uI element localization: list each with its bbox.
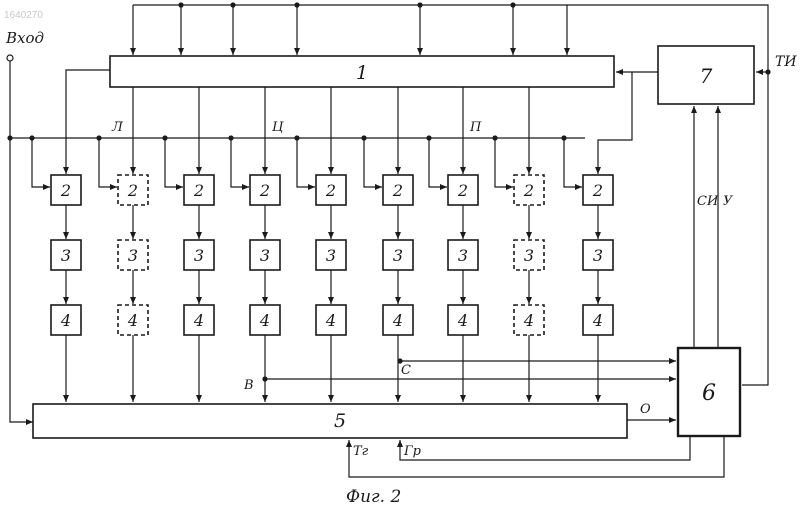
block-3-label: 3 [326,246,336,265]
label-gr: Гр [403,444,422,459]
block-4-label: 4 [60,311,71,330]
block-3-label: 3 [393,246,403,265]
label-l: Л [111,120,124,135]
block-6-label: 6 [702,381,716,406]
block-2-label: 2 [592,181,603,200]
block-4-label: 4 [127,311,138,330]
channel-column-5: 2 3 4 [294,87,346,402]
block-3-label: 3 [593,246,603,265]
block-4-label: 4 [259,311,270,330]
channel-column-6: 2 3 4 [361,87,413,402]
block-2-label: 2 [523,181,534,200]
block-4-label: 4 [457,311,468,330]
block-2-label: 2 [392,181,403,200]
line-gr [400,436,690,460]
label-b: В [243,378,254,393]
block-4-label: 4 [592,311,603,330]
block-3-label: 3 [128,246,138,265]
label-p: П [469,120,482,135]
block-4-label: 4 [193,311,204,330]
block-3-label: 3 [524,246,534,265]
figure-caption: Фиг. 2 [346,487,401,507]
block-1: 1 [110,56,614,87]
block-4-label: 4 [523,311,534,330]
block-3-label: 3 [61,246,71,265]
block-2-label: 2 [127,181,138,200]
label-ti: ТИ [775,54,797,70]
block-3-label: 3 [260,246,270,265]
line-1-to-first-2 [66,70,110,174]
channel-column-3: 2 3 4 [162,87,214,402]
input-terminal: Вход [5,29,585,422]
label-s: С [401,363,411,378]
block-3-label: 3 [458,246,468,265]
channel-column-9: 2 3 4 [561,135,613,402]
block-3-label: 3 [194,246,204,265]
block-2-label: 2 [325,181,336,200]
label-tg: Тг [353,444,369,459]
label-u: У [723,194,734,209]
block-7: 7 [658,46,754,104]
block-1-label: 1 [356,62,368,84]
block-5: 5 [33,404,627,438]
block-2-label: 2 [457,181,468,200]
block-2-label: 2 [193,181,204,200]
block-2-label: 2 [259,181,270,200]
ti-line-from-6 [742,72,768,385]
channel-column-1: 2 3 4 [29,135,81,402]
block-7-label: 7 [700,64,713,88]
label-c: Ц [272,120,284,135]
block-5-label: 5 [334,410,346,432]
label-si: СИ [697,194,719,209]
block-2-label: 2 [60,181,71,200]
block-6: 6 [678,348,740,436]
watermark-text: 1640270 [4,10,43,21]
channel-column-8: 2 3 4 [492,87,544,402]
input-label: Вход [5,29,44,47]
label-o: О [640,402,651,417]
block-4-label: 4 [392,311,403,330]
block-4-label: 4 [325,311,336,330]
